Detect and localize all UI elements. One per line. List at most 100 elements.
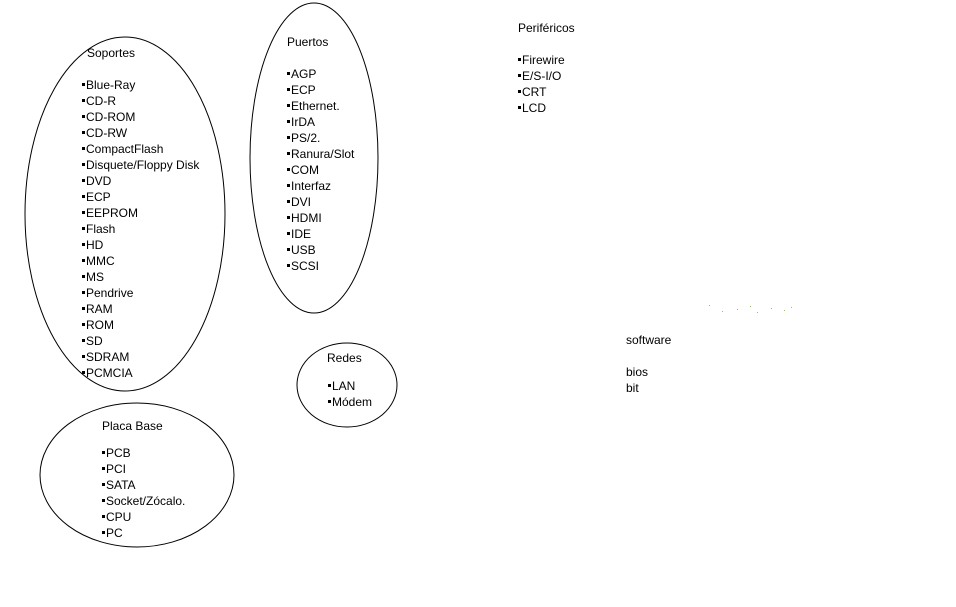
list-item: CPU: [102, 509, 185, 525]
list-item-label: LCD: [522, 101, 547, 115]
list-item: CompactFlash: [82, 141, 199, 157]
bullet-icon: [82, 355, 85, 358]
bullet-icon: [287, 232, 290, 235]
redes-ellipse: [296, 342, 398, 428]
list-item-label: Disquete/Floppy Disk: [86, 158, 200, 172]
bullet-icon: [287, 136, 290, 139]
list-item-label: AGP: [291, 67, 317, 81]
bullet-icon: [82, 227, 85, 230]
list-item: RAM: [82, 301, 199, 317]
puertos-title: Puertos: [287, 35, 329, 49]
bullet-icon: [287, 248, 290, 251]
list-item: DVI: [287, 194, 354, 210]
list-item: Ethernet.: [287, 98, 354, 114]
list-item: HD: [82, 237, 199, 253]
list-item: PS/2.: [287, 130, 354, 146]
list-item: ECP: [287, 82, 354, 98]
bullet-icon: [328, 400, 331, 403]
list-item: IrDA: [287, 114, 354, 130]
list-item: PC: [102, 525, 185, 541]
list-item-label: Ranura/Slot: [291, 147, 355, 161]
list-item-label: SATA: [106, 478, 136, 492]
list-item: E/S-I/O: [518, 68, 565, 84]
list-item: Pendrive: [82, 285, 199, 301]
bullet-icon: [82, 339, 85, 342]
bullet-icon: [287, 168, 290, 171]
list-item: Flash: [82, 221, 199, 237]
list-item-label: Flash: [86, 222, 116, 236]
list-item: MS: [82, 269, 199, 285]
list-item: PCB: [102, 445, 185, 461]
bullet-icon: [82, 323, 85, 326]
list-item-label: SD: [86, 334, 103, 348]
bullet-icon: [102, 515, 105, 518]
list-item: AGP: [287, 66, 354, 82]
list-item-label: LAN: [332, 379, 356, 393]
list-item-label: HD: [86, 238, 104, 252]
list-item: LAN: [328, 378, 372, 394]
bullet-icon: [82, 259, 85, 262]
bios-label: bios: [626, 365, 649, 379]
bit-label: bit: [626, 381, 639, 395]
list-item-label: DVD: [86, 174, 112, 188]
list-item-label: Blue-Ray: [86, 78, 136, 92]
list-item: COM: [287, 162, 354, 178]
list-item-label: Módem: [332, 395, 373, 409]
placa-base-ellipse: [39, 402, 235, 548]
list-item-label: Interfaz: [291, 179, 332, 193]
bullet-icon: [518, 90, 521, 93]
list-item: PCMCIA: [82, 365, 199, 381]
bullet-icon: [102, 467, 105, 470]
list-item: MMC: [82, 253, 199, 269]
bullet-icon: [82, 83, 85, 86]
bullet-icon: [518, 74, 521, 77]
list-item: PCI: [102, 461, 185, 477]
list-item-label: CPU: [106, 510, 132, 524]
list-item: LCD: [518, 100, 565, 116]
placa-base-title: Placa Base: [102, 419, 163, 433]
list-item-label: ROM: [86, 318, 114, 332]
list-item-label: PCB: [106, 446, 131, 460]
bullet-icon: [328, 384, 331, 387]
list-item-label: PCI: [106, 462, 127, 476]
list-item: Disquete/Floppy Disk: [82, 157, 199, 173]
bullet-icon: [82, 211, 85, 214]
bullet-icon: [287, 88, 290, 91]
list-item: IDE: [287, 226, 354, 242]
bullet-icon: [287, 184, 290, 187]
bullet-icon: [82, 195, 85, 198]
bullet-icon: [82, 147, 85, 150]
redes-title: Redes: [327, 351, 362, 365]
perifericos-title: Periféricos: [518, 21, 575, 35]
list-item-label: CD-RW: [86, 126, 128, 140]
list-item-label: EEPROM: [86, 206, 139, 220]
list-item-label: ECP: [86, 190, 111, 204]
bullet-icon: [287, 72, 290, 75]
bullet-icon: [287, 200, 290, 203]
bullet-icon: [102, 499, 105, 502]
list-item: Ranura/Slot: [287, 146, 354, 162]
faint-specks: [705, 303, 795, 315]
list-item-label: ECP: [291, 83, 316, 97]
bullet-icon: [82, 179, 85, 182]
list-item: CD-RW: [82, 125, 199, 141]
list-item-label: RAM: [86, 302, 113, 316]
soportes-title: Soportes: [87, 46, 136, 60]
list-item-label: PS/2.: [291, 131, 321, 145]
list-item: CD-ROM: [82, 109, 199, 125]
bullet-icon: [102, 531, 105, 534]
list-item: EEPROM: [82, 205, 199, 221]
bullet-icon: [518, 106, 521, 109]
list-item: Firewire: [518, 52, 565, 68]
list-item: SCSI: [287, 258, 354, 274]
bullet-icon: [82, 115, 85, 118]
bullet-icon: [82, 163, 85, 166]
list-item-label: MMC: [86, 254, 115, 268]
list-item: Módem: [328, 394, 372, 410]
list-item: DVD: [82, 173, 199, 189]
list-item: ECP: [82, 189, 199, 205]
